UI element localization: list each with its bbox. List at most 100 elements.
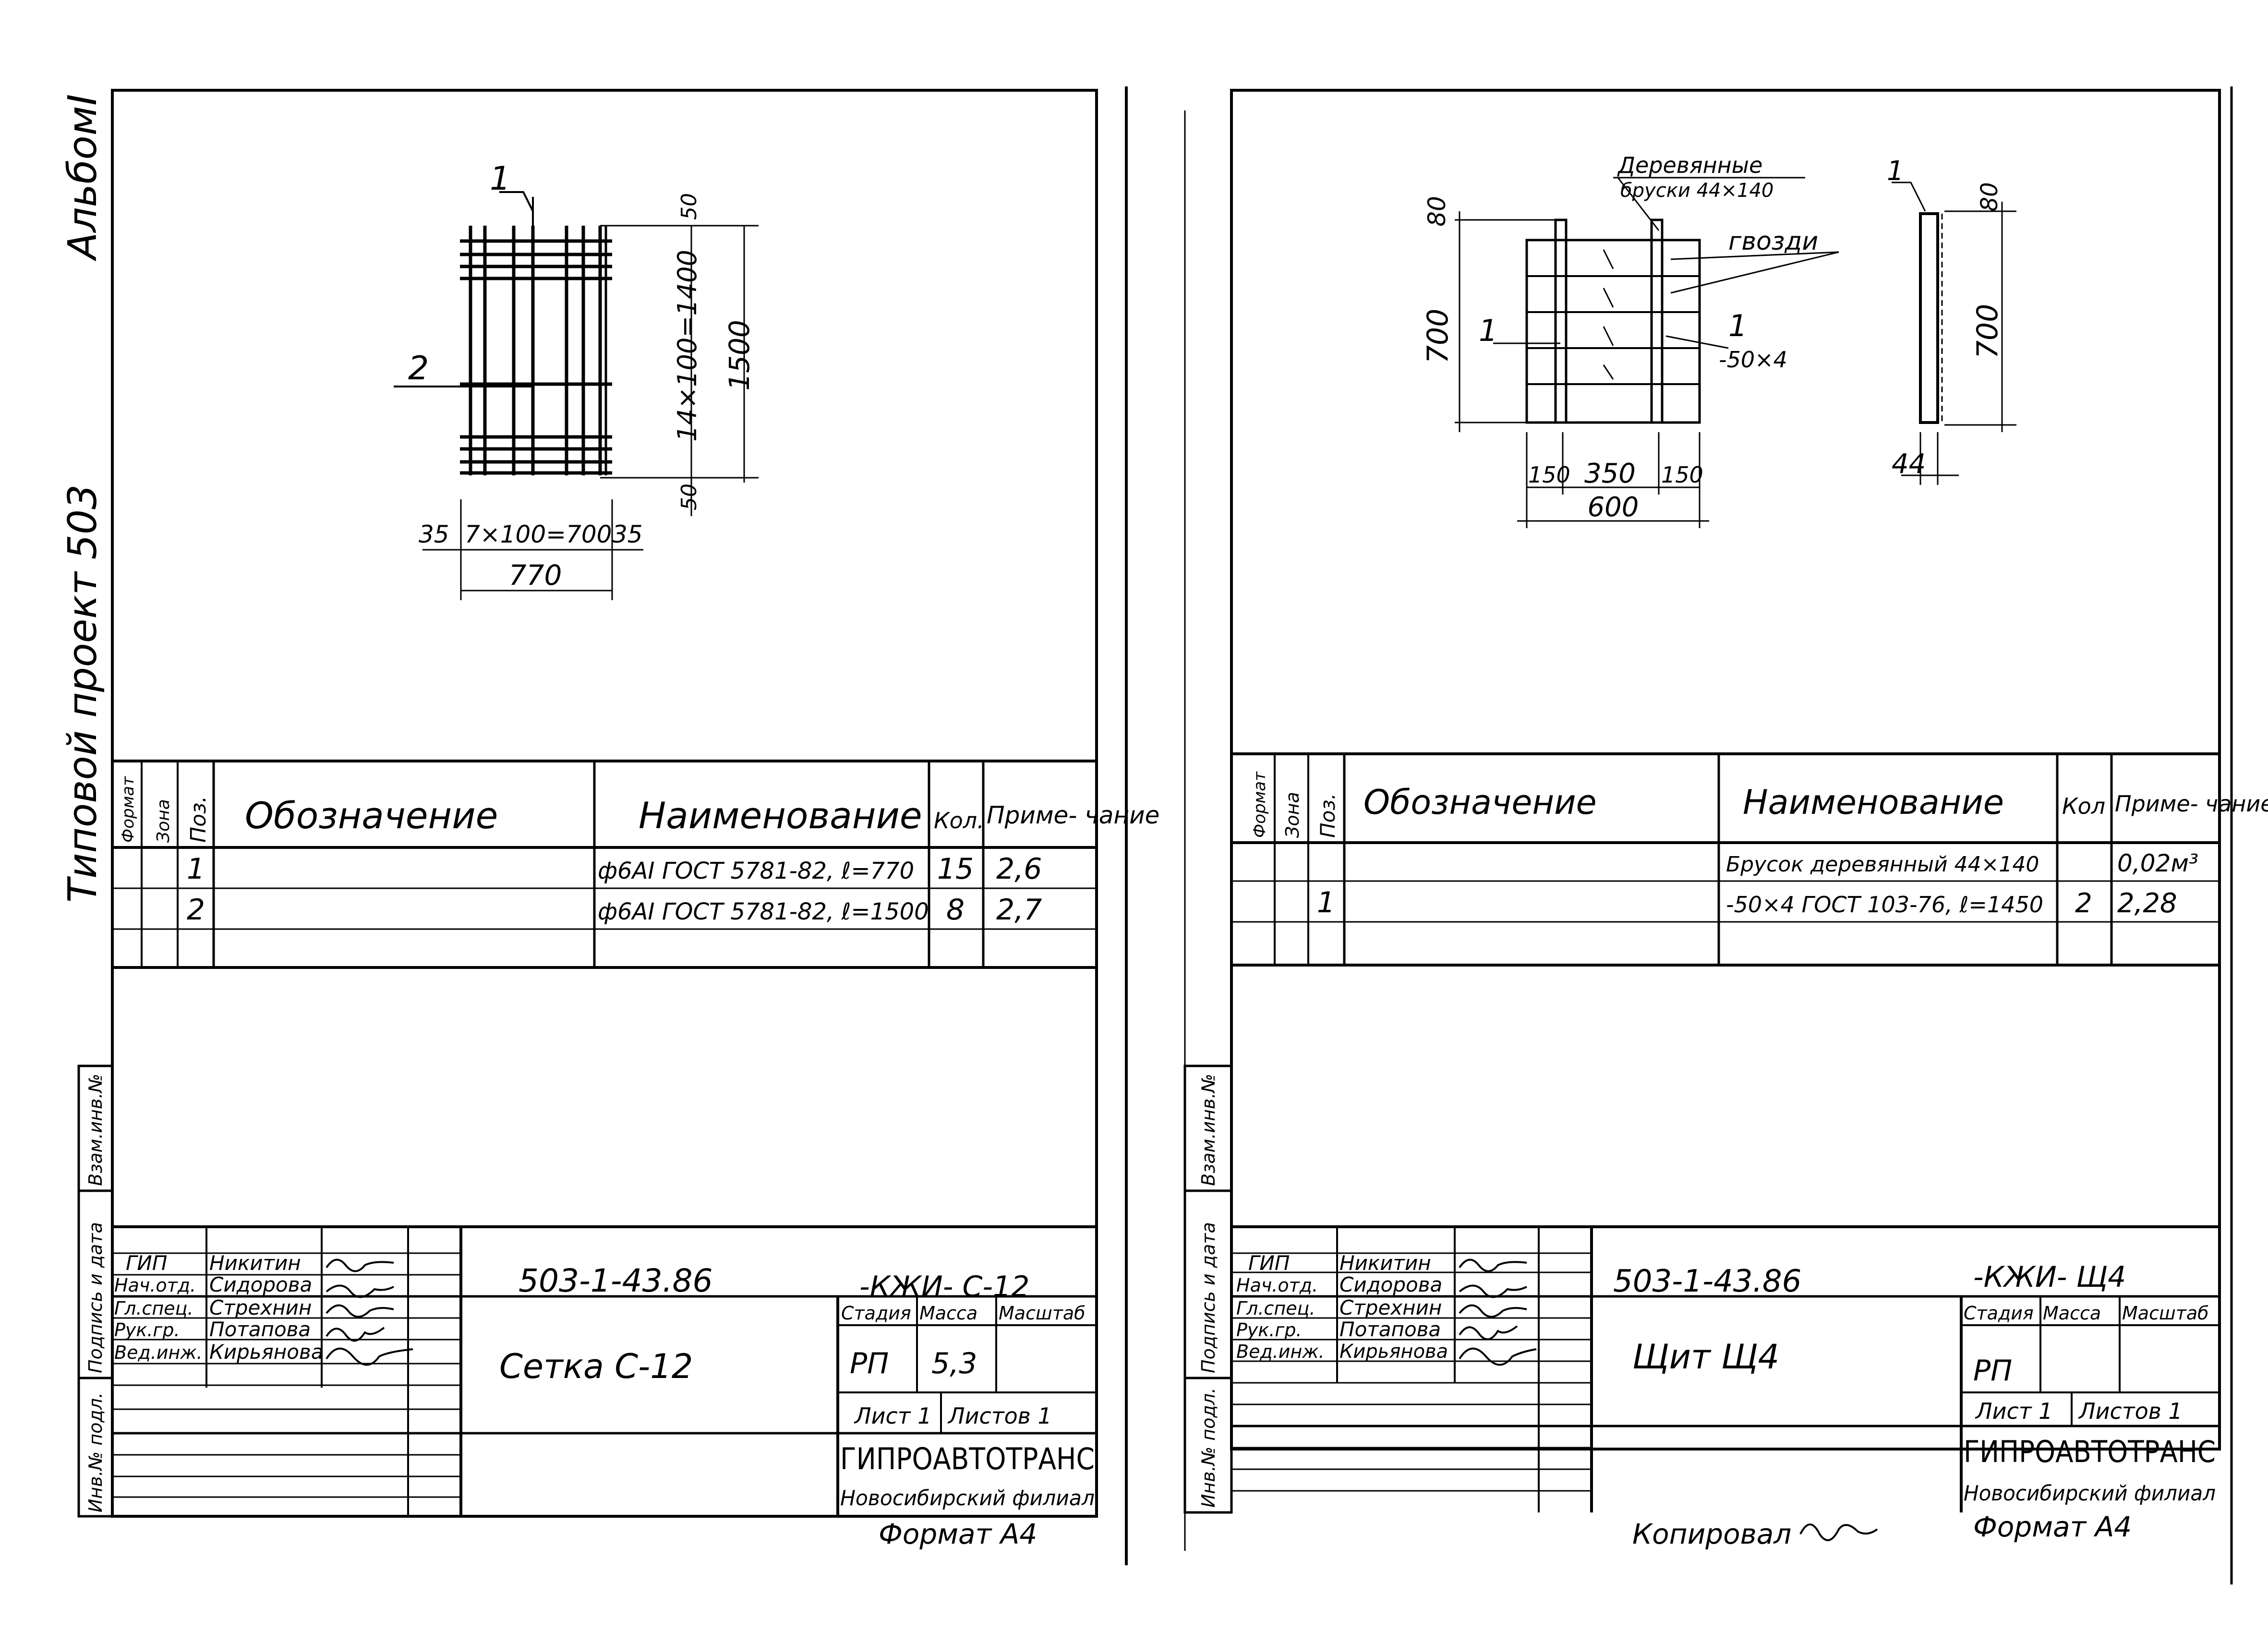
right-tb-role-2: Нач.отд. [1236,1275,1318,1296]
left-tb-sheets: Листов 1 [947,1403,1052,1429]
mesh-dim-middle: 14×100=1400 [672,250,702,442]
left-tb-doc-suffix: -КЖИ- С-12 [859,1270,1029,1304]
shield-strip-label: -50×4 [1719,347,1787,373]
right-spec-r1-name: Брусок деревянный 44×140 [1726,852,2039,877]
mesh-dim-span: 7×100=700 [465,520,612,548]
right-margin-replace: Взам.инв.№ [1198,1074,1219,1186]
left-tb-mass: 5,3 [931,1347,977,1380]
right-tb-copied: Копировал [1632,1518,1791,1550]
shield-dim-right: 150 [1661,462,1703,488]
left-side-label: Типовой проект 503 Альбом I [60,94,106,903]
shield-dim-middle: 350 [1584,458,1636,489]
mesh-dim-top: 50 [677,193,701,220]
shield-dim-width: 600 [1588,492,1639,523]
left-margin-sign: Подпись и дата [85,1222,106,1373]
project-label: Типовой проект 503 [60,484,106,903]
right-tb-role-1: ГИП [1248,1251,1290,1275]
left-spec-r1-qty: 15 [937,852,974,886]
left-tb-org: ГИПРОАВТОТРАНС [840,1441,1095,1476]
right-spec-table-lines [1231,752,2220,967]
left-margin-inv: Инв.№ подл. [85,1392,106,1512]
left-tb-format: Формат А4 [879,1518,1037,1550]
mesh-dim-bottom: 50 [677,484,701,510]
left-tb-name-3: Стрехнин [209,1296,312,1319]
right-title-block-lines [1231,1225,2220,1512]
left-tb-name-1: Никитин [209,1251,301,1275]
mesh-dim-left: 35 [419,520,449,548]
right-spec-h-note: Приме- чание [2115,791,2268,817]
right-tb-role-5: Вед.инж. [1236,1341,1325,1362]
right-tb-name-3: Стрехнин [1339,1296,1442,1319]
left-spec-r2-name: ф6АI ГОСТ 5781-82, ℓ=1500 [598,898,929,925]
copied-signature [1799,1523,1878,1541]
left-spec-table-lines [112,760,1097,969]
left-title-block-lines [112,1225,1097,1516]
left-spec-r2-pos: 2 [187,893,205,927]
album-label: Альбом [60,106,106,262]
shield-dim-height: 700 [1421,309,1455,364]
left-tb-mass-label: Масса [919,1303,977,1324]
right-tb-title: Щит Щ4 [1632,1337,1779,1377]
right-spec-r2-pos: 1 [1317,886,1335,919]
shield-pos-1b: 1 [1728,308,1747,343]
right-tb-role-3: Гл.спец. [1236,1298,1315,1319]
left-spec-h-format: Формат [119,776,138,843]
left-tb-role-4: Рук.гр. [114,1319,180,1341]
right-spec-h-name: Наименование [1743,783,2004,822]
right-sheet: Деревянные бруски 44×140 гвозди 1 1 -50×… [1183,89,2268,1550]
right-spec-r1-note: 0,02м³ [2117,849,2198,877]
left-tb-stage-label: Стадия [841,1303,911,1324]
side-pos-1: 1 [1887,156,1904,187]
side-dim-thickness: 44 [1892,448,1926,480]
right-tb-stage: РП [1973,1354,2012,1388]
mesh-pos-2: 2 [408,350,429,387]
left-spec-h-qty: Кол. [934,808,984,834]
right-spec-r2-note: 2,28 [2117,888,2177,919]
side-dim-top: 80 [1976,182,2003,211]
right-tb-mass-label: Масса [2043,1303,2101,1324]
left-frame [111,89,1098,1518]
left-tb-signatures [326,1258,413,1366]
left-tb-role-3: Гл.спец. [114,1298,193,1319]
right-margin-strip [1183,1064,1233,1514]
right-tb-doc-suffix: -КЖИ- Щ4 [1973,1260,2126,1294]
right-tb-sheet: Лист 1 [1975,1398,2052,1424]
right-tb-name-5: Кирьянова [1339,1341,1448,1363]
right-spec-h-pos: Поз. [1316,793,1339,838]
shield-wood-label-2: бруски 44×140 [1620,180,1773,202]
right-tb-org: ГИПРОАВТОТРАНС [1964,1434,2216,1469]
right-tb-format: Формат А4 [1973,1511,2132,1543]
left-spec-h-zone: Зона [154,799,173,843]
right-tb-doc-code: 503-1-43.86 [1613,1264,1801,1299]
shield-side-view [1892,181,2016,485]
shield-nails-label: гвозди [1728,227,1818,256]
right-tb-name-2: Сидорова [1339,1273,1442,1296]
right-tb-name-1: Никитин [1339,1251,1431,1275]
right-tb-sheets: Листов 1 [2078,1398,2183,1424]
left-tb-scale-label: Масштаб [999,1303,1086,1324]
mesh-drawing [394,191,759,600]
right-spec-h-qty: Кол [2062,793,2105,819]
right-spec-h-zone: Зона [1282,792,1303,838]
right-margin-inv: Инв.№ подл. [1198,1388,1219,1508]
left-margin-strip [77,1064,114,1518]
left-spec-h-designation: Обозначение [245,794,498,837]
right-spec-r2-name: -50×4 ГОСТ 103-76, ℓ=1450 [1726,892,2043,918]
left-spec-r2-note: 2,7 [996,893,1042,927]
shield-dim-left: 150 [1528,462,1570,488]
right-spec-r2-qty: 2 [2075,888,2092,919]
left-tb-stage: РП [850,1347,889,1380]
left-tb-role-5: Вед.инж. [114,1342,203,1363]
mesh-dim-total-width: 770 [509,559,562,592]
right-tb-name-4: Потапова [1339,1318,1441,1341]
left-tb-name-5: Кирьянова [209,1340,323,1364]
left-margin-replace: Взам.инв.№ [85,1074,106,1186]
right-tb-signatures [1459,1258,1537,1366]
right-spec-h-designation: Обозначение [1363,783,1597,822]
right-tb-stage-label: Стадия [1964,1303,2034,1324]
right-tb-role-4: Рук.гр. [1236,1319,1302,1341]
left-tb-sheet: Лист 1 [854,1403,931,1429]
left-spec-r2-qty: 8 [946,893,965,927]
